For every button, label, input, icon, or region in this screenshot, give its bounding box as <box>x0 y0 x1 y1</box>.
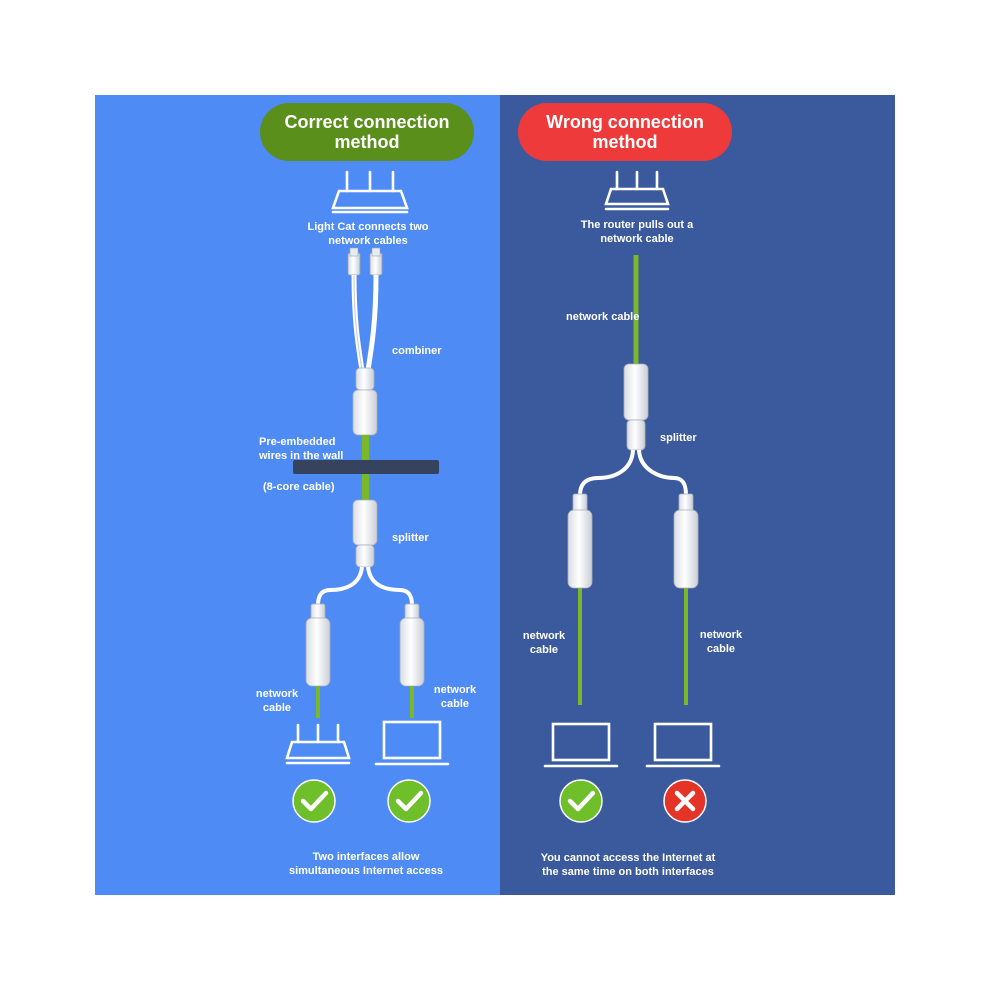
right-bottom-label: You cannot access the Internet at the sa… <box>540 852 716 878</box>
router-icon <box>331 170 409 214</box>
left-top-label: Light Cat connects two network cables <box>307 221 429 247</box>
combiner-label: combiner <box>392 345 442 357</box>
wall-label: Pre-embedded wires in the wall <box>259 436 344 462</box>
left-panel-bg <box>95 95 500 895</box>
splitter-cables <box>578 449 688 496</box>
wall-sub-label: (8-core cable) <box>263 481 335 493</box>
splitter-cables <box>316 566 414 606</box>
router-icon <box>604 170 670 211</box>
left-cable-label-left: network cable <box>255 688 299 714</box>
right-panel-bg <box>500 95 895 895</box>
check-icon <box>292 779 336 823</box>
wrong-title-pill <box>518 103 732 161</box>
wall <box>293 460 439 474</box>
laptop-icon <box>374 720 450 766</box>
check-icon <box>387 779 431 823</box>
plug-right <box>673 493 699 589</box>
router-icon <box>285 723 351 765</box>
right-splitter-label: splitter <box>660 432 697 444</box>
combiner-cables <box>351 274 379 371</box>
laptop-icon <box>543 722 619 768</box>
right-cable-top-label: network cable <box>566 311 640 323</box>
splitter-connector <box>623 363 649 451</box>
left-cable-label-right: network cable <box>433 684 477 710</box>
correct-title-pill <box>260 103 474 161</box>
cross-icon <box>663 779 707 823</box>
right-cable-label-left: network cable <box>522 630 566 656</box>
check-icon <box>559 779 603 823</box>
wrong-title: Wrong connection method <box>546 112 704 152</box>
splitter-connector <box>352 499 378 568</box>
combiner-connector <box>352 367 378 436</box>
left-splitter-label: splitter <box>392 532 429 544</box>
laptop-icon <box>645 722 721 768</box>
left-bottom-label: Two interfaces allow simultaneous Intern… <box>288 851 444 877</box>
correct-title: Correct connection method <box>284 112 450 152</box>
right-cable-label-right: network cable <box>699 629 743 655</box>
right-top-label: The router pulls out a network cable <box>580 219 694 245</box>
